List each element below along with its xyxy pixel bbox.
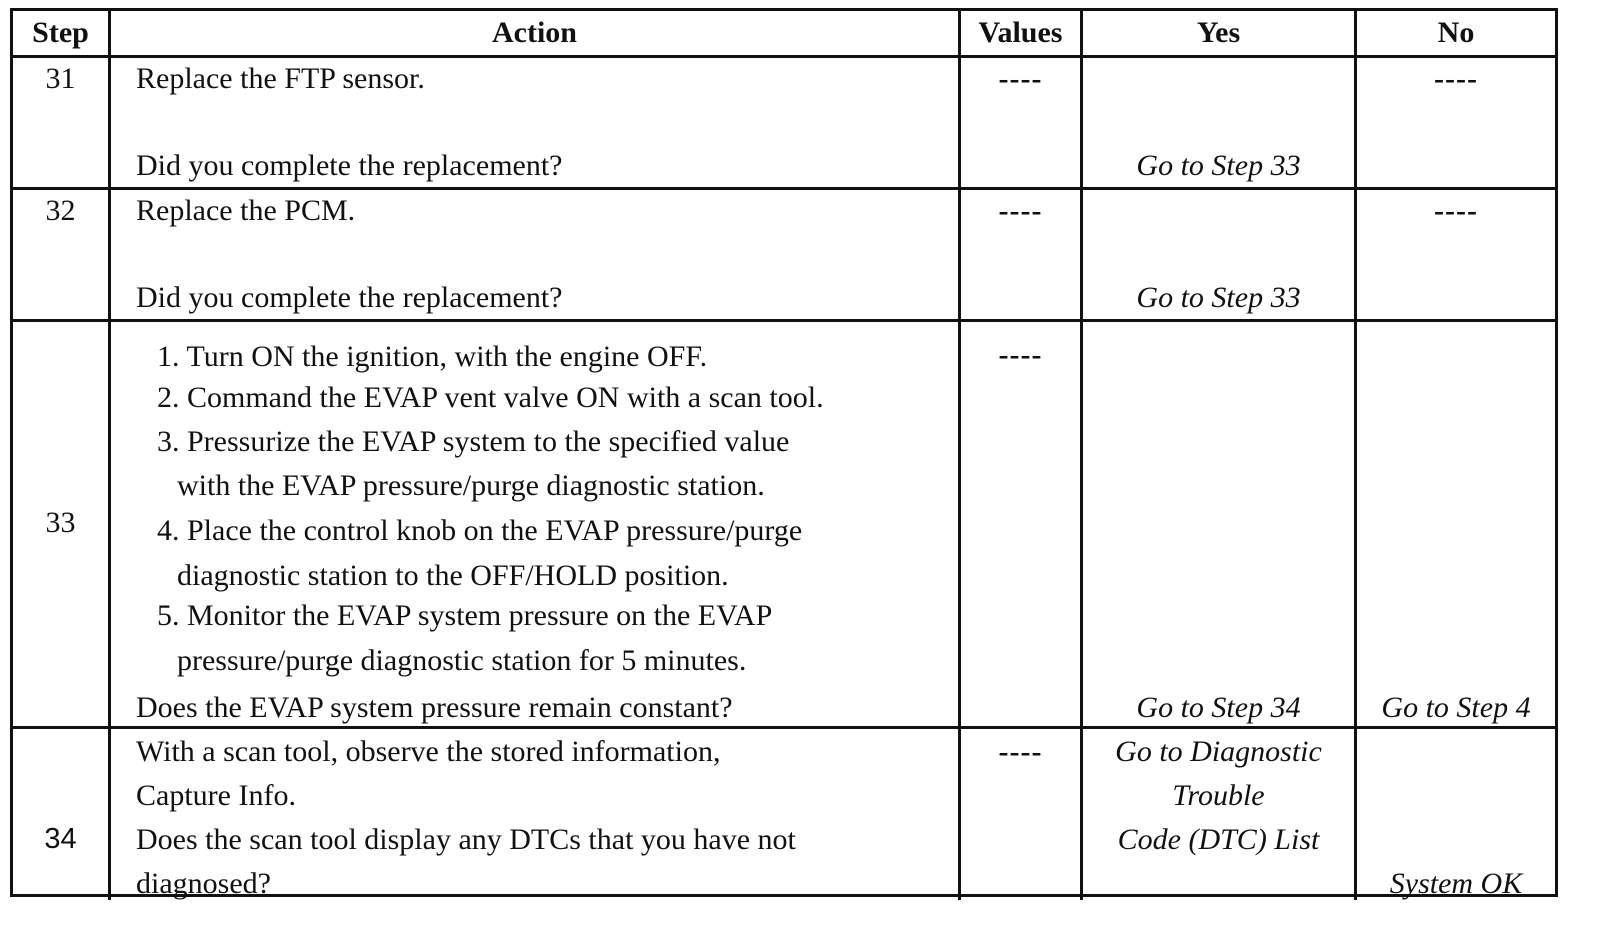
action-step-3-cont: with the EVAP pressure/purge diagnostic …	[177, 469, 765, 502]
table-header-row: Step Action Values Yes No	[13, 11, 1555, 58]
action-step-4-cont: diagnostic station to the OFF/HOLD posit…	[177, 559, 729, 592]
header-no: No	[1437, 16, 1475, 49]
no-cell: Go to Step 4	[1357, 322, 1555, 726]
no-cell: System OK	[1357, 729, 1555, 900]
step-number: 33	[45, 506, 76, 539]
step-number: 31	[45, 62, 76, 95]
values-cell: ----	[961, 190, 1083, 319]
action-question: Did you complete the replacement?	[136, 149, 563, 182]
table-row-31: 31 Replace the FTP sensor. Did you compl…	[13, 58, 1555, 190]
no-dash: ----	[1434, 194, 1478, 227]
table-row-33: 33 1. Turn ON the ignition, with the eng…	[13, 322, 1555, 729]
values-dash: ----	[998, 735, 1043, 768]
action-cell: Replace the PCM. Did you complete the re…	[111, 190, 961, 319]
yes-goto-link: Go to Step 33	[1136, 281, 1301, 314]
action-step-2: 2. Command the EVAP vent valve ON with a…	[157, 381, 824, 414]
action-line: Replace the PCM.	[136, 194, 356, 227]
no-cell: ----	[1357, 190, 1555, 319]
header-values: Values	[961, 11, 1083, 55]
yes-goto-link: Go to Step 33	[1136, 149, 1301, 182]
values-dash: ----	[998, 194, 1043, 227]
no-dash: ----	[1434, 62, 1478, 95]
yes-cell: Go to Step 34	[1083, 322, 1357, 726]
action-step-5: 5. Monitor the EVAP system pressure on t…	[157, 599, 773, 632]
action-step-4: 4. Place the control knob on the EVAP pr…	[157, 514, 803, 547]
yes-goto-link: Go to Step 34	[1136, 691, 1301, 724]
header-step: Step	[13, 11, 111, 55]
step-cell: 31	[13, 58, 111, 187]
step-cell: 33	[13, 322, 111, 726]
action-line: Replace the FTP sensor.	[136, 62, 425, 95]
step-number: 34	[44, 823, 77, 855]
action-step-1: 1. Turn ON the ignition, with the engine…	[157, 340, 708, 373]
values-dash: ----	[998, 338, 1043, 371]
no-result: System OK	[1389, 867, 1523, 900]
header-action: Action	[111, 11, 961, 55]
action-question-cont: diagnosed?	[136, 867, 271, 900]
values-cell: ----	[961, 729, 1083, 900]
action-step-5-cont: pressure/purge diagnostic station for 5 …	[177, 644, 747, 677]
no-goto-link: Go to Step 4	[1381, 691, 1531, 724]
values-cell: ----	[961, 58, 1083, 187]
table-row-32: 32 Replace the PCM. Did you complete the…	[13, 190, 1555, 322]
header-yes: Yes	[1083, 11, 1357, 55]
action-cell: Replace the FTP sensor. Did you complete…	[111, 58, 961, 187]
no-cell: ----	[1357, 58, 1555, 187]
step-cell: 32	[13, 190, 111, 319]
yes-goto-line-1: Go to Diagnostic	[1115, 735, 1322, 768]
diagnostic-table: Step Action Values Yes No 31 Replace the…	[10, 8, 1558, 900]
action-cell: With a scan tool, observe the stored inf…	[111, 729, 961, 900]
yes-cell: Go to Diagnostic Trouble Code (DTC) List	[1083, 729, 1357, 900]
values-cell: ----	[961, 322, 1083, 726]
yes-goto-line-3: Code (DTC) List	[1117, 823, 1320, 856]
action-cell: 1. Turn ON the ignition, with the engine…	[111, 322, 961, 726]
table-row-34: 34 With a scan tool, observe the stored …	[13, 729, 1555, 900]
action-line: With a scan tool, observe the stored inf…	[136, 735, 721, 768]
action-line-cont: Capture Info.	[136, 779, 296, 812]
action-question: Does the EVAP system pressure remain con…	[136, 691, 733, 724]
action-question: Did you complete the replacement?	[136, 281, 563, 314]
action-question: Does the scan tool display any DTCs that…	[136, 823, 796, 856]
yes-cell: Go to Step 33	[1083, 190, 1357, 319]
step-cell: 34	[13, 729, 111, 900]
values-dash: ----	[998, 62, 1043, 95]
action-step-3: 3. Pressurize the EVAP system to the spe…	[157, 425, 790, 458]
yes-cell: Go to Step 33	[1083, 58, 1357, 187]
yes-goto-line-2: Trouble	[1172, 779, 1265, 812]
step-number: 32	[45, 194, 76, 227]
